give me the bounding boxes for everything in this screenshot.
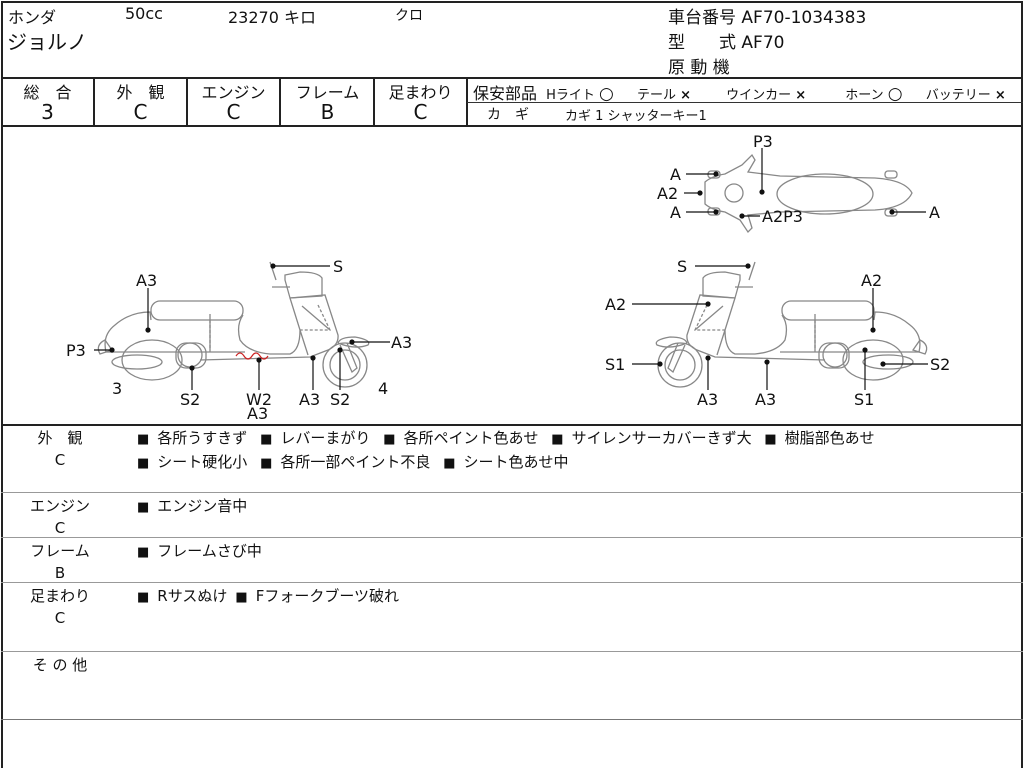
safety-headlight: Hライト ○	[546, 84, 614, 104]
damage-label: A2P3	[762, 207, 803, 226]
remark-engine-items: ■エンジン音中	[137, 497, 248, 515]
damage-labels: A3 P3 3 S2 W2 A3 A3 S2 4 A3 S S A2 A2 S1…	[66, 132, 950, 423]
grade-overall-label: 総 合	[23, 83, 72, 102]
divider	[1, 582, 1023, 583]
damage-label: A3	[136, 271, 157, 290]
type-value: AF70	[741, 33, 785, 53]
damage-label: A3	[299, 390, 320, 409]
safety-tail: テール ×	[636, 88, 692, 103]
damage-label: S2	[930, 355, 950, 374]
damage-label: S	[333, 257, 343, 276]
damage-label: P3	[66, 341, 86, 360]
damage-label: A3	[755, 390, 776, 409]
safety-parts: 保安部品 Hライト ○ テール × ウインカー × ホーン ○ バッテリー ×	[473, 80, 1006, 104]
damage-label: 3	[112, 379, 122, 398]
safety-winker: ウインカー ×	[726, 88, 807, 103]
divider	[93, 77, 95, 126]
divider	[467, 102, 1023, 103]
mileage: 23270 キロ	[228, 8, 316, 27]
grade-engine-value: C	[226, 100, 241, 124]
divider	[1, 77, 1023, 79]
divider	[186, 77, 188, 126]
damage-label: S	[677, 257, 687, 276]
safety-horn: ホーン ○	[845, 84, 903, 104]
key-value: カギ 1 シャッターキー1	[565, 109, 707, 124]
grade-suspension-label: 足まわり	[388, 83, 453, 102]
damage-label: A	[670, 203, 681, 222]
damage-label: A	[670, 165, 681, 184]
model-type: 型 式 AF70	[668, 28, 784, 53]
damage-label: S2	[330, 390, 350, 409]
safety-label: 保安部品	[473, 84, 538, 103]
divider	[1, 537, 1023, 538]
displacement: 50cc	[125, 4, 163, 23]
remark-frame-items: ■フレームさび中	[137, 542, 262, 560]
frame-no-label: 車台番号	[668, 8, 736, 28]
model-name: ジョルノ	[7, 30, 87, 54]
damage-label: P3	[753, 132, 773, 151]
grade-frame-label: フレーム	[295, 83, 360, 102]
divider	[1, 424, 1023, 426]
damage-label: W2	[246, 390, 272, 409]
frame-number: 車台番号 AF70-1034383	[668, 3, 866, 28]
damage-label: A3	[247, 404, 268, 423]
divider	[1, 719, 1023, 720]
divider	[1, 492, 1023, 493]
grade-exterior-label: 外 観	[116, 83, 165, 102]
damage-label: S1	[854, 390, 874, 409]
scooter-top-view	[704, 153, 913, 234]
leader-lines	[94, 148, 928, 390]
damage-label: A3	[697, 390, 718, 409]
key-label: カ ギ	[487, 107, 529, 123]
maker: ホンダ	[8, 8, 57, 27]
scooter-right-side	[655, 261, 928, 388]
divider	[1, 651, 1023, 652]
remark-exterior-items: ■各所うすきず ■レバーまがり ■各所ペイント色あせ ■サイレンサーカバーきず大…	[137, 429, 875, 471]
vehicle-category: 原 動 機	[668, 58, 730, 78]
damage-squiggle	[235, 352, 269, 360]
damage-label: A2	[657, 184, 678, 203]
grade-frame-value: B	[320, 100, 335, 124]
divider	[466, 77, 468, 126]
divider	[1, 125, 1023, 127]
damage-label: A2	[861, 271, 882, 290]
damage-label: 4	[378, 379, 388, 398]
frame-no-value: AF70-1034383	[741, 8, 867, 28]
damage-label: S1	[605, 355, 625, 374]
grade-overall-value: 3	[41, 100, 54, 124]
damage-label: A	[929, 203, 940, 222]
remark-suspension-items: ■Rサスぬけ■Fフォークブーツ破れ	[137, 587, 400, 605]
divider	[279, 77, 281, 126]
grade-suspension-value: C	[413, 100, 428, 124]
damage-label: A2	[605, 295, 626, 314]
type-label: 型 式	[668, 33, 736, 53]
remark-other-label: そ の 他	[32, 656, 88, 674]
damage-label: S2	[180, 390, 200, 409]
grade-exterior-value: C	[133, 100, 148, 124]
divider	[373, 77, 375, 126]
color: クロ	[395, 8, 423, 24]
safety-battery: バッテリー ×	[925, 88, 1006, 103]
damage-label: A3	[391, 333, 412, 352]
grade-engine-label: エンジン	[201, 83, 266, 102]
